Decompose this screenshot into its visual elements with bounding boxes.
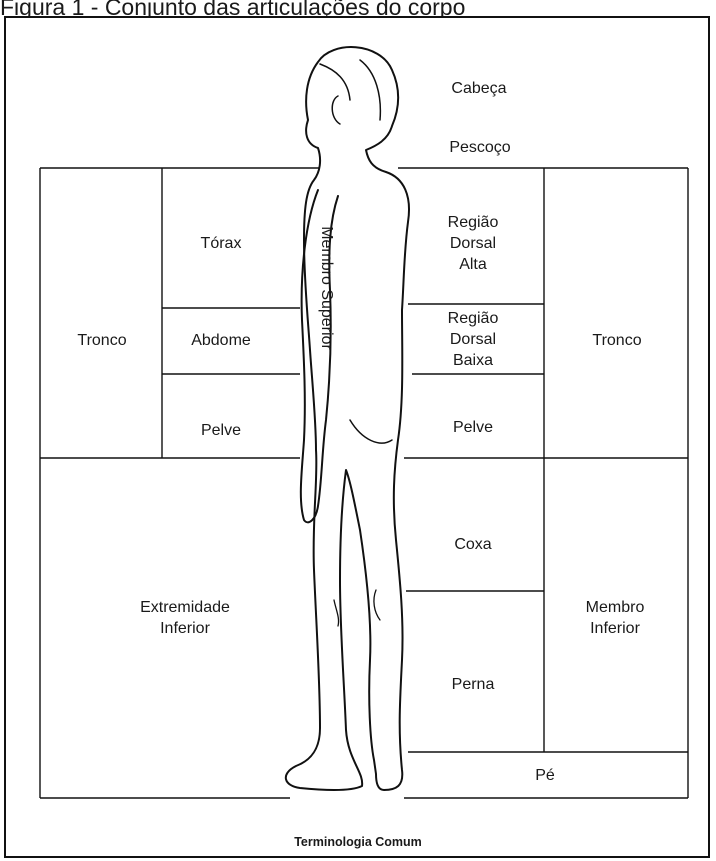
label-coxa: Coxa	[418, 534, 528, 555]
label-regiao-dorsal-baixa: Região Dorsal Baixa	[438, 308, 508, 371]
label-pelve-right: Pelve	[418, 417, 528, 438]
figure-subtitle: Terminologia Comum	[228, 832, 488, 853]
label-membro-inferior: Membro Inferior	[560, 597, 670, 639]
label-extremidade-inferior: Extremidade Inferior	[120, 597, 250, 639]
label-tronco-right: Tronco	[550, 330, 684, 351]
human-figure	[286, 47, 409, 790]
label-tronco-left: Tronco	[44, 330, 160, 351]
label-pelve-left: Pelve	[166, 420, 276, 441]
label-pe: Pé	[510, 765, 580, 786]
label-pescoco: Pescoço	[430, 137, 530, 158]
label-abdome: Abdome	[166, 330, 276, 351]
label-cabeca: Cabeça	[434, 78, 524, 99]
label-regiao-dorsal-alta: Região Dorsal Alta	[438, 212, 508, 275]
label-torax: Tórax	[166, 233, 276, 254]
label-perna: Perna	[418, 674, 528, 695]
label-membro-superior: Membro Superior	[316, 203, 337, 373]
